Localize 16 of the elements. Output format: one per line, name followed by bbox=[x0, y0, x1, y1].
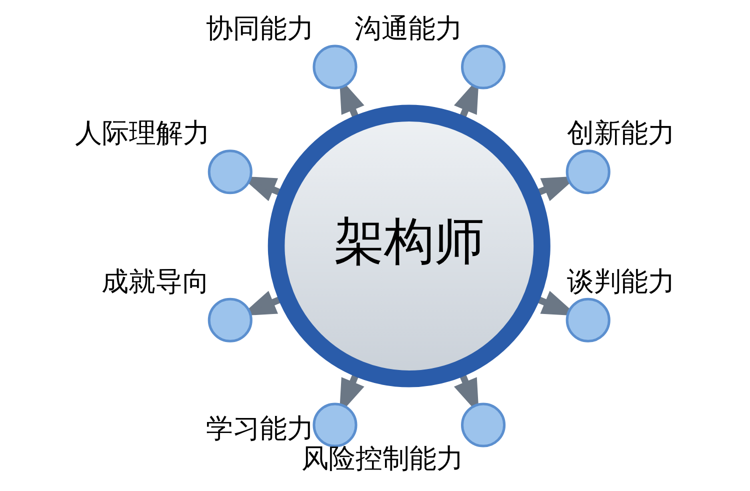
node-label: 谈判能力 bbox=[566, 266, 674, 297]
node-label: 成就导向 bbox=[100, 266, 209, 297]
node-label: 学习能力 bbox=[206, 412, 314, 444]
node-circle bbox=[207, 297, 252, 342]
node-circle bbox=[460, 402, 506, 447]
node-label: 协同能力 bbox=[206, 12, 314, 44]
node-label: 风险控制能力 bbox=[300, 443, 463, 474]
node-label: 人际理解力 bbox=[74, 118, 210, 149]
node-circle bbox=[312, 402, 357, 447]
node-circle bbox=[565, 149, 610, 194]
node-circle bbox=[460, 44, 506, 89]
node-label: 创新能力 bbox=[566, 118, 674, 149]
node-circle bbox=[312, 44, 357, 89]
node-circle bbox=[565, 297, 610, 342]
node-label: 沟通能力 bbox=[354, 12, 462, 44]
node-circle bbox=[207, 149, 252, 194]
